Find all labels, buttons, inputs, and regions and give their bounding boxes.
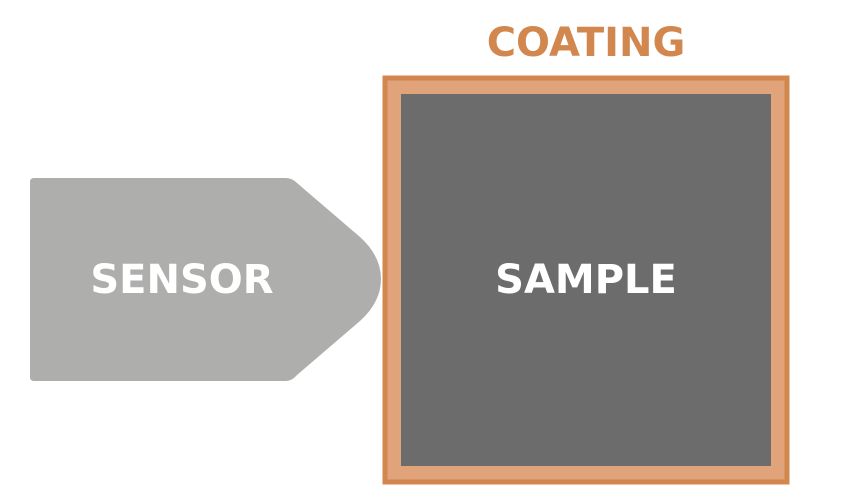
sample-block xyxy=(401,94,771,466)
sample-label: SAMPLE xyxy=(495,257,677,303)
sensor-probe xyxy=(30,178,381,381)
sensor-label: SENSOR xyxy=(90,257,273,303)
coating-label: COATING xyxy=(487,20,686,66)
